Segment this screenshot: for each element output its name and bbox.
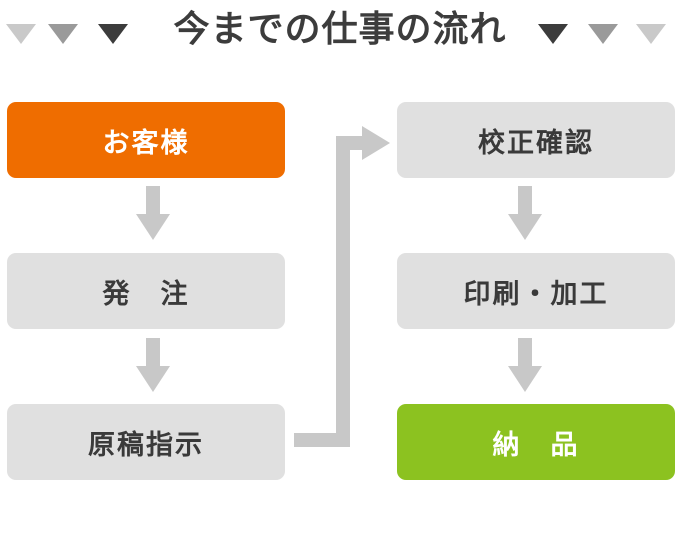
page-title: 今までの仕事の流れ <box>173 9 507 50</box>
step-manuscript-instruction: 原稿指示 <box>7 404 285 480</box>
triangle-decoration-icon <box>48 24 78 44</box>
header: 今までの仕事の流れ <box>0 0 680 60</box>
step-delivery: 納 品 <box>397 404 675 480</box>
connector-arrow-icon <box>294 126 390 447</box>
down-arrow-icon <box>136 186 170 240</box>
step-order: 発 注 <box>7 253 285 329</box>
step-proof-check: 校正確認 <box>397 102 675 178</box>
down-arrow-icon <box>508 186 542 240</box>
step-customer: お客様 <box>7 102 285 178</box>
triangle-decoration-icon <box>588 24 618 44</box>
down-arrow-icon <box>508 338 542 392</box>
step-printing-processing: 印刷・加工 <box>397 253 675 329</box>
triangle-decoration-icon <box>98 24 128 44</box>
triangle-decoration-icon <box>538 24 568 44</box>
down-arrow-icon <box>136 338 170 392</box>
triangle-decoration-icon <box>636 24 666 44</box>
triangle-decoration-icon <box>6 24 36 44</box>
